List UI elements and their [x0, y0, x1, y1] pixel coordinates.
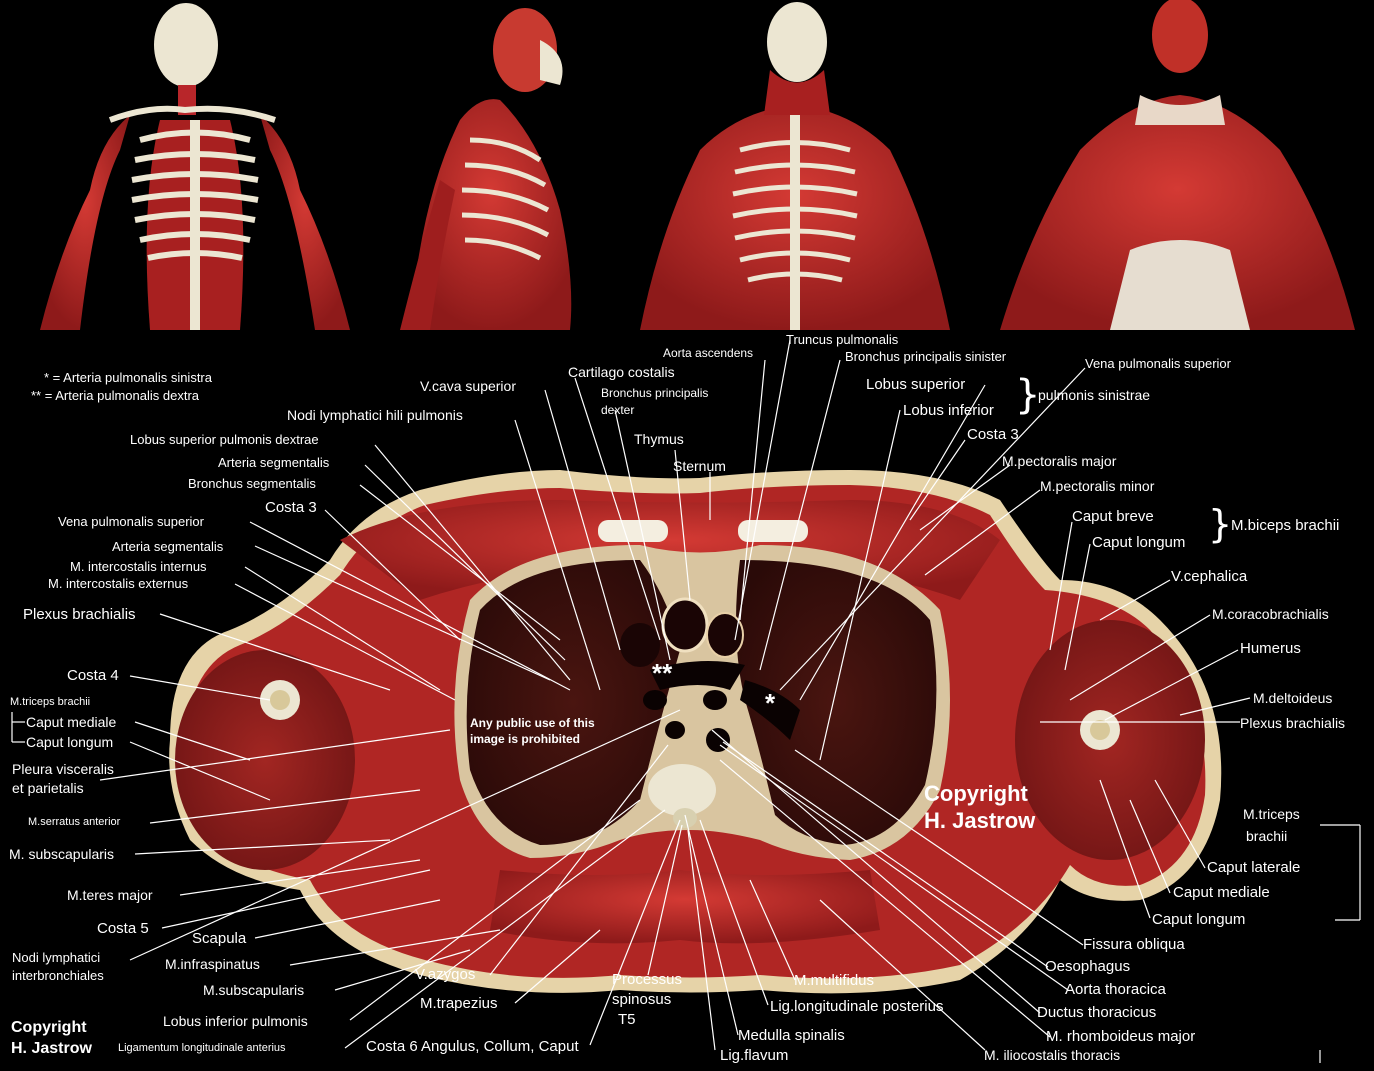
- label-m-pectoralis-major: M.pectoralis major: [1002, 454, 1116, 468]
- legend-double-star: ** = Arteria pulmonalis dextra: [31, 389, 199, 402]
- marker-double-star: **: [652, 660, 672, 686]
- label-v-azygos: V.azygos: [415, 967, 475, 982]
- label-oesophagus: Oesophagus: [1045, 959, 1130, 974]
- label-caput-laterale: Caput laterale: [1207, 860, 1300, 875]
- label-lig-longitudinale-posterius: Lig.longitudinale posterius: [770, 999, 943, 1014]
- copyright-center-line1: Copyright: [924, 782, 1028, 806]
- label-plexus-brachialis-right: Plexus brachialis: [1240, 716, 1345, 730]
- label-vena-pulmonalis-superior-left: Vena pulmonalis superior: [58, 515, 204, 528]
- label-processus-line2: spinosus: [612, 992, 671, 1007]
- label-caput-longum-left: Caput longum: [26, 735, 113, 749]
- label-humerus: Humerus: [1240, 641, 1301, 656]
- label-fissura-obliqua: Fissura obliqua: [1083, 937, 1185, 952]
- anatomy-view-posterior-muscular: [1000, 0, 1355, 330]
- label-lobus-inferior: Lobus inferior: [903, 403, 994, 418]
- label-bronchus-principalis-dexter-line1: Bronchus principalis: [601, 387, 708, 399]
- anatomy-view-lateral: [400, 8, 571, 330]
- label-thymus: Thymus: [634, 432, 684, 446]
- label-m-coracobrachialis: M.coracobrachialis: [1212, 607, 1329, 621]
- brace-pulmonis-sinistrae: }: [1015, 372, 1040, 418]
- label-m-biceps-brachii: M.biceps brachii: [1231, 518, 1339, 533]
- cross-section: [169, 470, 1221, 993]
- label-m-subscapularis-left: M. subscapularis: [9, 847, 114, 861]
- label-aorta-thoracica: Aorta thoracica: [1065, 982, 1166, 997]
- label-ligamentum-longitudinale-anterius: Ligamentum longitudinale anterius: [118, 1043, 286, 1054]
- label-lig-flavum: Lig.flavum: [720, 1048, 788, 1063]
- warning-line2: image is prohibited: [470, 732, 580, 746]
- label-nodi-interbronchiales-line2: interbronchiales: [12, 969, 104, 982]
- label-m-intercostalis-internus: M. intercostalis internus: [70, 560, 207, 573]
- label-m-serratus-anterior: M.serratus anterior: [28, 817, 120, 828]
- label-m-teres-major: M.teres major: [67, 888, 153, 902]
- label-scapula: Scapula: [192, 931, 246, 946]
- label-plexus-brachialis-left: Plexus brachialis: [23, 607, 136, 622]
- label-bronchus-principalis-dexter-line2: dexter: [601, 404, 634, 416]
- label-arteria-segmentalis-1: Arteria segmentalis: [218, 456, 329, 469]
- label-costa-3-left: Costa 3: [265, 500, 317, 515]
- label-costa-6: Costa 6 Angulus, Collum, Caput: [366, 1039, 579, 1054]
- label-aorta-ascendens: Aorta ascendens: [663, 347, 753, 359]
- label-nodi-interbronchiales-line1: Nodi lymphatici: [12, 951, 100, 964]
- label-m-iliocostalis-thoracis: M. iliocostalis thoracis: [984, 1048, 1120, 1062]
- label-caput-mediale-left: Caput mediale: [26, 715, 116, 729]
- label-ductus-thoracicus: Ductus thoracicus: [1037, 1005, 1156, 1020]
- label-m-deltoideus: M.deltoideus: [1253, 691, 1332, 705]
- label-v-cava-superior: V.cava superior: [420, 379, 516, 393]
- label-nodi-lymphatici-hili: Nodi lymphatici hili pulmonis: [287, 408, 463, 422]
- warning-line1: Any public use of this: [470, 716, 595, 730]
- label-pleura-line1: Pleura visceralis: [12, 762, 114, 776]
- label-bronchus-principalis-sinister: Bronchus principalis sinister: [845, 350, 1006, 363]
- copyright-corner-line2: H. Jastrow: [11, 1039, 92, 1059]
- label-lobus-superior-pulmonis-dextrae: Lobus superior pulmonis dextrae: [130, 433, 319, 446]
- label-lobus-superior: Lobus superior: [866, 377, 965, 392]
- copyright-center-line2: H. Jastrow: [924, 809, 1035, 833]
- label-lobus-inferior-pulmonis: Lobus inferior pulmonis: [163, 1014, 308, 1028]
- label-caput-longum-right: Caput longum: [1152, 912, 1245, 927]
- label-pleura-line2: et parietalis: [12, 781, 84, 795]
- label-processus-line1: Processus: [612, 972, 682, 987]
- label-m-trapezius: M.trapezius: [420, 996, 498, 1011]
- label-costa-4: Costa 4: [67, 668, 119, 683]
- label-m-triceps-line1: M.triceps: [1243, 807, 1300, 821]
- brace-biceps: }: [1208, 502, 1232, 546]
- label-m-multifidus: M.multifidus: [794, 973, 874, 988]
- label-v-cephalica: V.cephalica: [1171, 569, 1247, 584]
- label-m-infraspinatus: M.infraspinatus: [165, 957, 260, 971]
- label-m-triceps-line2: brachii: [1246, 829, 1287, 843]
- legend-single-star: * = Arteria pulmonalis sinistra: [44, 371, 212, 384]
- label-m-rhomboideus-major: M. rhomboideus major: [1046, 1029, 1195, 1044]
- label-caput-breve: Caput breve: [1072, 509, 1154, 524]
- label-pulmonis-sinistrae: pulmonis sinistrae: [1038, 388, 1150, 402]
- anatomy-view-posterior-skeletal: [640, 2, 950, 330]
- label-vena-pulmonalis-superior-top: Vena pulmonalis superior: [1085, 357, 1231, 370]
- label-costa-5: Costa 5: [97, 921, 149, 936]
- label-arteria-segmentalis-2: Arteria segmentalis: [112, 540, 223, 553]
- label-caput-longum-biceps: Caput longum: [1092, 535, 1185, 550]
- label-sternum: Sternum: [673, 459, 726, 473]
- label-truncus-pulmonalis: Truncus pulmonalis: [786, 333, 898, 346]
- copyright-corner-line1: Copyright: [11, 1018, 87, 1038]
- label-m-subscapularis-2: M.subscapularis: [203, 983, 304, 997]
- label-processus-line3: T5: [618, 1012, 636, 1027]
- label-caput-mediale-right: Caput mediale: [1173, 885, 1270, 900]
- label-bronchus-segmentalis: Bronchus segmentalis: [188, 477, 316, 490]
- marker-single-star: *: [765, 690, 775, 716]
- label-costa-3-right: Costa 3: [967, 427, 1019, 442]
- label-m-triceps-brachii-left: M.triceps brachii: [10, 697, 90, 708]
- label-cartilago-costalis: Cartilago costalis: [568, 365, 675, 379]
- label-medulla-spinalis: Medulla spinalis: [738, 1028, 845, 1043]
- label-m-intercostalis-externus: M. intercostalis externus: [48, 577, 188, 590]
- label-m-pectoralis-minor: M.pectoralis minor: [1040, 479, 1154, 493]
- anatomy-view-front: [40, 3, 350, 330]
